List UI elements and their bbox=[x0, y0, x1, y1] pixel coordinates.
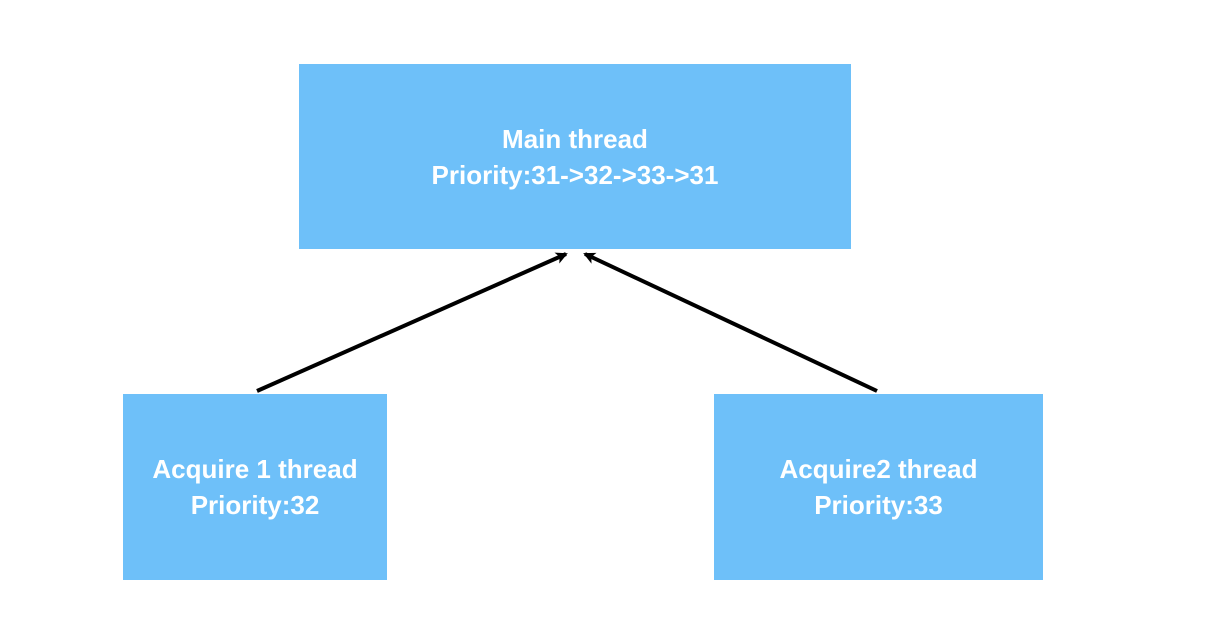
edge-acquire1-to-main bbox=[256, 252, 568, 393]
acquire1-thread-node: Acquire 1 thread Priority:32 bbox=[123, 394, 387, 580]
acquire2-thread-priority: Priority:33 bbox=[814, 490, 943, 520]
main-thread-node: Main thread Priority:31->32->33->31 bbox=[299, 64, 851, 249]
main-thread-priority: Priority:31->32->33->31 bbox=[431, 159, 719, 190]
main-thread-title: Main thread bbox=[502, 123, 648, 154]
acquire1-thread-priority: Priority:32 bbox=[190, 490, 320, 520]
acquire2-thread-title: Acquire2 thread bbox=[779, 454, 978, 484]
acquire2-thread-node: Acquire2 thread Priority:33 bbox=[714, 394, 1043, 580]
acquire1-thread-title: Acquire 1 thread bbox=[152, 454, 358, 484]
edge-acquire2-to-main bbox=[583, 252, 878, 393]
